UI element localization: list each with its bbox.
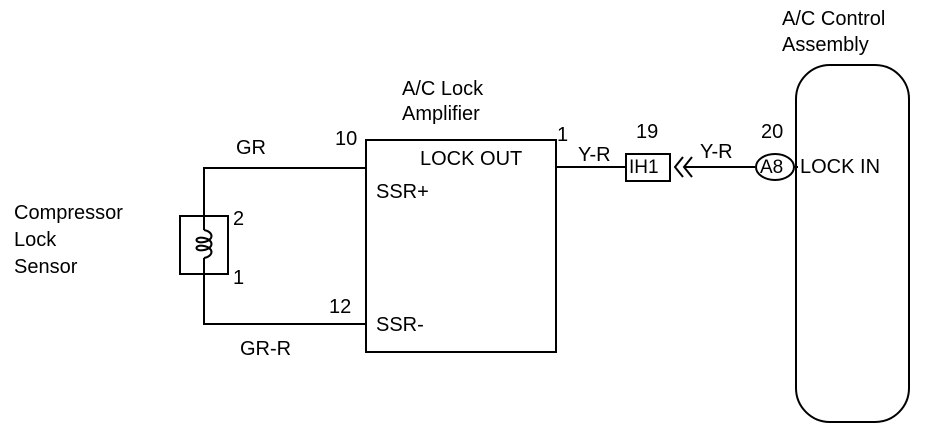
ac-control-title-line2: Assembly — [782, 34, 869, 56]
connector-a8-label: A8 — [760, 157, 784, 178]
terminal-ssr-minus: SSR- — [376, 314, 424, 336]
pin-label-19: 19 — [636, 121, 659, 143]
chevron-left-icon-1 — [673, 156, 684, 178]
ac-control-title-line1: A/C Control — [782, 8, 886, 30]
pin-label-2-sensor: 2 — [233, 208, 245, 230]
lock-amp-title-line2: Amplifier — [402, 103, 480, 125]
terminal-lock-in: LOCK IN — [800, 156, 881, 178]
connector-ih1-label: IH1 — [629, 157, 659, 178]
wire-label-gr: GR — [236, 137, 266, 159]
wire-gr-r — [203, 274, 366, 325]
ac-control-assembly-box — [795, 64, 910, 423]
pin-label-12: 12 — [329, 296, 352, 318]
connector-ih1-box — [625, 153, 671, 182]
wire-label-gr-r: GR-R — [240, 338, 292, 360]
pin-label-1-amp: 1 — [557, 124, 569, 146]
sensor-title-line2: Lock — [14, 229, 57, 251]
wire-label-y-r-right: Y-R — [700, 141, 733, 163]
terminal-ssr-plus: SSR+ — [376, 181, 429, 203]
sensor-coil-icon — [195, 229, 213, 259]
pin-label-1-sensor: 1 — [233, 267, 245, 289]
pin-label-20: 20 — [761, 121, 784, 143]
sensor-title-line3: Sensor — [14, 256, 78, 278]
lock-amp-title-line1: A/C Lock — [402, 78, 484, 100]
sensor-title-line1: Compressor — [14, 202, 123, 224]
terminal-lock-out: LOCK OUT — [420, 148, 523, 170]
wire-gr — [203, 167, 366, 216]
pin-label-10: 10 — [335, 128, 358, 150]
lock-amplifier-box — [365, 139, 557, 353]
wire-label-y-r-left: Y-R — [578, 144, 611, 166]
